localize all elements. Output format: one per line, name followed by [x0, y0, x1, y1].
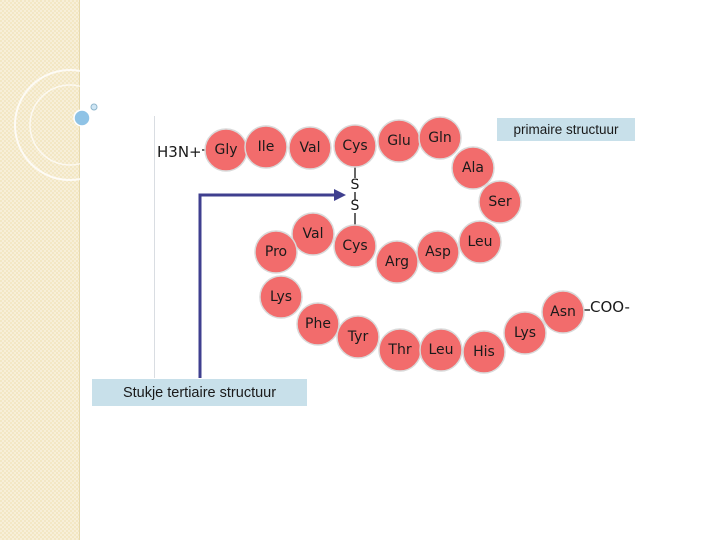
tertiary-arrow [198, 193, 338, 378]
bubble-small-icon [90, 103, 98, 111]
residue-circle [418, 116, 462, 160]
residue: Leu [419, 328, 463, 372]
residue: Cys [333, 124, 377, 168]
residue-circle [254, 230, 298, 274]
residue: Gly [204, 128, 248, 172]
residue-label: Val [300, 140, 321, 156]
residue: Lys [259, 275, 303, 319]
residue-label: Lys [270, 289, 292, 305]
residue-circle [416, 230, 460, 274]
residue: His [462, 330, 506, 374]
sulfur-2: S [351, 198, 360, 214]
residue-label: Gly [214, 142, 237, 158]
residue-circle [333, 224, 377, 268]
residue-label: Thr [387, 342, 411, 358]
residue: Lys [503, 311, 547, 355]
residue: Pro [254, 230, 298, 274]
residue-circle [244, 125, 288, 169]
residue-label: Pro [265, 244, 287, 260]
residue-circle [336, 315, 380, 359]
residue: Phe [296, 302, 340, 346]
residue-label: Gln [428, 130, 452, 146]
residue-label: Leu [428, 342, 453, 358]
residue: Tyr [336, 315, 380, 359]
residue-label: Ala [462, 160, 484, 176]
tertiary-structure-label: Stukje tertiaire structuur [92, 379, 307, 406]
residue-circle [458, 220, 502, 264]
residue-circle [478, 180, 522, 224]
residue: Arg [375, 240, 419, 284]
residue: Ala [451, 146, 495, 190]
bubble-large-icon [73, 109, 91, 127]
residue: Val [291, 212, 335, 256]
residue-label: Lys [514, 325, 536, 341]
residue: Asn [541, 290, 585, 334]
residue-label: Ile [258, 139, 275, 155]
arrow-head-icon [334, 189, 346, 201]
residue-label: Glu [387, 133, 411, 149]
residue-circle [503, 311, 547, 355]
residue-label: Phe [305, 316, 331, 332]
residue: Cys [333, 224, 377, 268]
residue: Leu [458, 220, 502, 264]
residue-label: Asp [425, 244, 451, 260]
residue: Ile [244, 125, 288, 169]
vertical-rule [154, 116, 155, 378]
decorative-sidebar [0, 0, 80, 540]
residue-circle [296, 302, 340, 346]
residue-circle [288, 126, 332, 170]
residue: Glu [377, 119, 421, 163]
residue-label: Cys [342, 138, 367, 154]
residue-circle [291, 212, 335, 256]
residue-label: His [473, 344, 495, 360]
primary-structure-label: primaire structuur [497, 118, 635, 141]
residue: Val [288, 126, 332, 170]
residue-label: Ser [488, 194, 512, 210]
residue-label: Cys [342, 238, 367, 254]
residue-label: Leu [467, 234, 492, 250]
residue: Asp [416, 230, 460, 274]
residue-circle [259, 275, 303, 319]
residue-label: Tyr [347, 329, 369, 345]
residue: Thr [378, 328, 422, 372]
residue: Gln [418, 116, 462, 160]
residue-label: Asn [550, 304, 576, 320]
residue-circle [451, 146, 495, 190]
residue-circle [541, 290, 585, 334]
n-terminus: H3N+ [157, 143, 202, 161]
residue-circle [419, 328, 463, 372]
residue-circle [462, 330, 506, 374]
residue-circle [333, 124, 377, 168]
c-terminus: COO- [590, 298, 630, 316]
residue: Ser [478, 180, 522, 224]
residue-label: Arg [385, 254, 409, 270]
sulfur-1: S [351, 177, 360, 193]
residue-circle [375, 240, 419, 284]
residue-label: Val [303, 226, 324, 242]
